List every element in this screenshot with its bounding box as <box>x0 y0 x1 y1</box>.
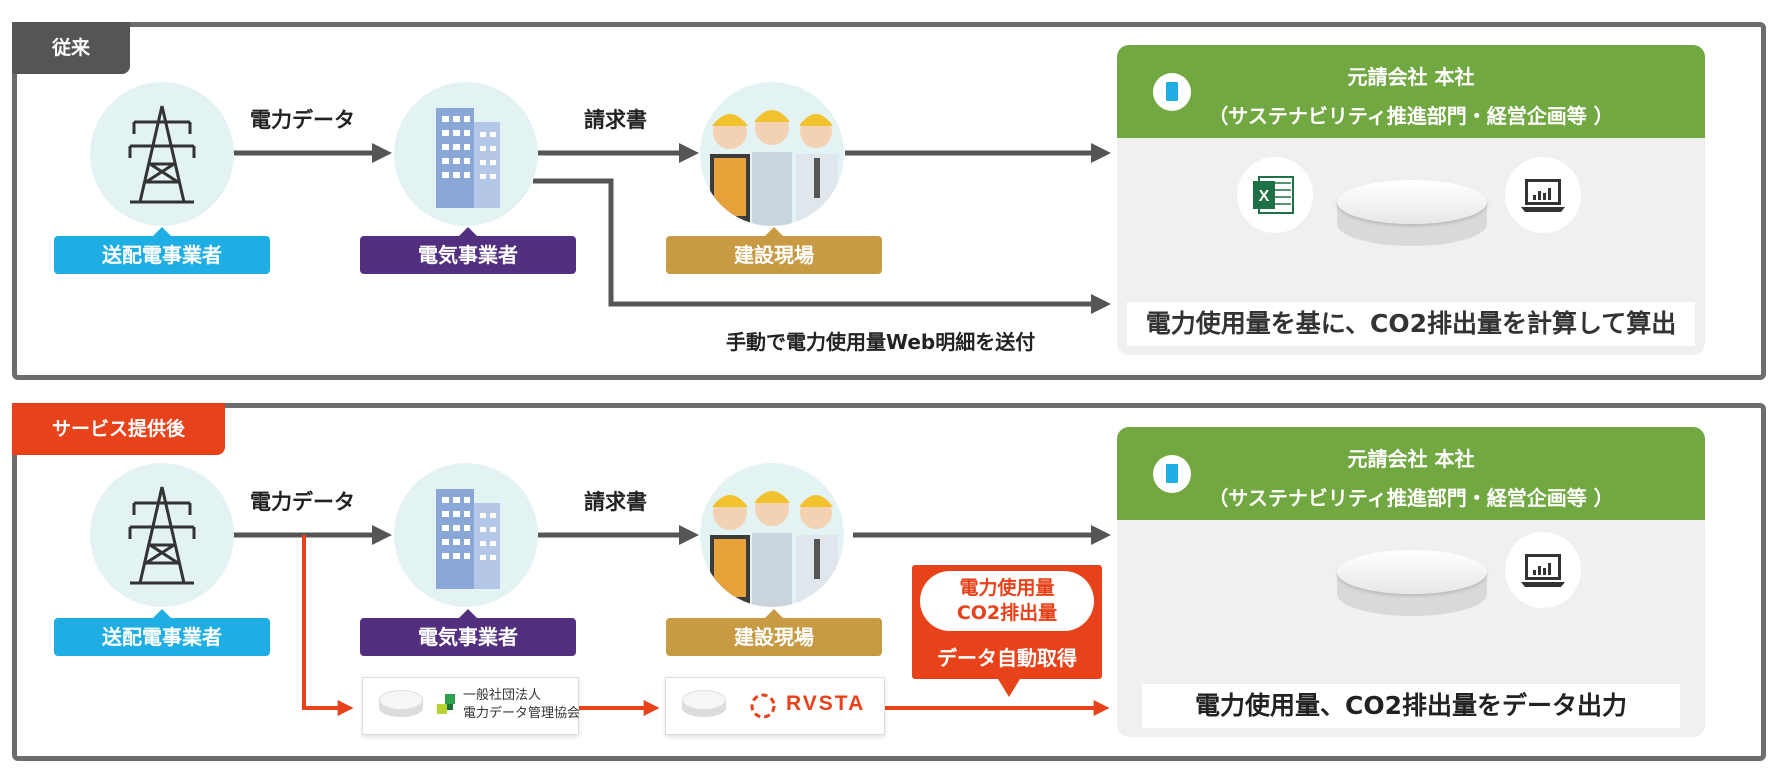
power-tower-icon <box>128 486 196 585</box>
mini-device-icon <box>682 690 726 720</box>
invoice-label-before: 請求書 <box>584 108 647 132</box>
assoc-logo-icon <box>437 694 455 714</box>
result-after: 電力使用量、CO2排出量をデータ出力 <box>1142 684 1680 728</box>
hq-device-before <box>1337 180 1487 246</box>
office-building-icon <box>436 489 500 589</box>
data-label-after: 電力データ <box>250 490 355 514</box>
label-site-after: 建設現場 <box>666 609 882 656</box>
transmission-circle-after <box>90 463 234 607</box>
tab-before: 従来 <box>12 22 131 74</box>
site-circle <box>700 82 844 226</box>
assoc-box: 一般社団法人 電力データ管理協会 <box>362 677 581 735</box>
building-icon <box>1153 73 1191 111</box>
rvsta-logo-icon <box>750 693 776 719</box>
label-site-before: 建設現場 <box>666 227 882 274</box>
assoc-line2: 電力データ管理協会 <box>463 706 581 721</box>
hq-box-after: 元請会社 本社 （サステナビリティ推進部門・経営企画等 ） 電力使用量、CO2排… <box>1117 427 1705 737</box>
retailer-circle-after <box>394 463 538 607</box>
hq-subtitle-after: （サステナビリティ推進部門・経営企画等 ） <box>1208 486 1614 510</box>
rvsta-box: RVSTA <box>665 677 885 735</box>
transmission-circle <box>90 82 234 226</box>
hq-header-after: 元請会社 本社 （サステナビリティ推進部門・経営企画等 ） <box>1117 427 1705 520</box>
result-before: 電力使用量を基に、CO2排出量を計算して算出 <box>1127 302 1695 346</box>
building-icon <box>1153 455 1191 493</box>
laptop-chart-icon <box>1521 554 1565 587</box>
workers-icon <box>710 491 838 607</box>
label-transmission-after: 送配電事業者 <box>54 609 270 656</box>
mini-device-icon <box>379 690 423 720</box>
assoc-line1: 一般社団法人 <box>463 688 542 703</box>
office-building-icon <box>436 108 500 208</box>
hq-header-before: 元請会社 本社 （サステナビリティ推進部門・経営企画等 ） <box>1117 45 1705 138</box>
excel-icon: X <box>1253 176 1294 214</box>
invoice-label-after: 請求書 <box>584 490 647 514</box>
label-transmission-before: 送配電事業者 <box>54 227 270 274</box>
hq-title-before: 元請会社 本社 <box>1347 65 1475 89</box>
retailer-circle <box>394 82 538 226</box>
hq-title-after: 元請会社 本社 <box>1347 447 1475 471</box>
callout-line2: CO2排出量 <box>956 602 1058 624</box>
manual-label-before: 手動で電力使用量Web明細を送付 <box>726 330 1036 354</box>
power-tower-icon <box>128 105 196 204</box>
label-retailer-before: 電気事業者 <box>360 227 576 274</box>
laptop-bubble-before <box>1505 157 1581 233</box>
excel-bubble: X <box>1237 157 1313 233</box>
excel-letter: X <box>1259 188 1270 205</box>
callout-sub: データ自動取得 <box>937 646 1077 670</box>
callout-line1: 電力使用量 <box>959 577 1055 599</box>
data-label-before: 電力データ <box>250 108 355 132</box>
label-retailer-after: 電気事業者 <box>360 609 576 656</box>
laptop-chart-icon <box>1521 179 1565 212</box>
tab-after: サービス提供後 <box>12 403 226 455</box>
rvsta-logo-text: RVSTA <box>786 692 866 715</box>
auto-data-callout: 電力使用量 CO2排出量 データ自動取得 <box>912 565 1102 697</box>
callout-oval: 電力使用量 CO2排出量 <box>920 571 1094 631</box>
laptop-bubble-after <box>1505 532 1581 608</box>
workers-icon <box>710 110 838 226</box>
site-circle-after <box>700 463 844 607</box>
hq-device-after <box>1337 550 1487 616</box>
hq-box-before: 元請会社 本社 （サステナビリティ推進部門・経営企画等 ） X 電力使用量を基に… <box>1117 45 1705 355</box>
hq-subtitle-before: （サステナビリティ推進部門・経営企画等 ） <box>1208 104 1614 128</box>
